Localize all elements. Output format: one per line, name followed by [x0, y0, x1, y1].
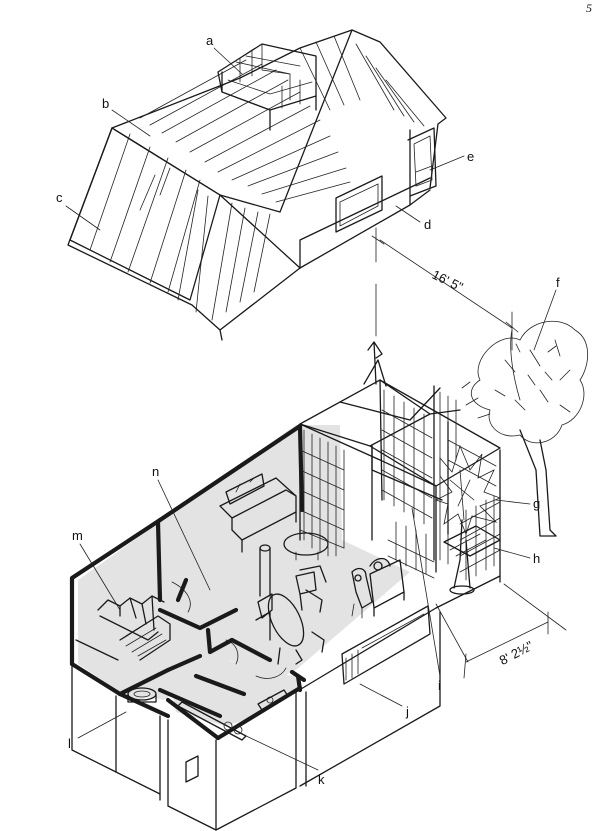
label-k: k [318, 772, 325, 787]
width-dimension-label: 8' 2½" [497, 638, 536, 668]
leader-lines [65, 47, 557, 771]
label-j: j [405, 704, 409, 719]
label-e: e [467, 149, 474, 164]
ground-floor-plan [69, 341, 567, 831]
label-g: g [533, 496, 540, 511]
label-l: l [68, 736, 71, 751]
label-i: i [438, 678, 441, 693]
label-c: c [56, 190, 63, 205]
label-h: h [533, 551, 540, 566]
label-n: n [152, 464, 159, 479]
label-f: f [556, 275, 560, 290]
label-d: d [424, 217, 431, 232]
label-a: a [206, 33, 214, 48]
courtyard-frame [299, 341, 502, 595]
height-dimension-label: 16' 5" [430, 267, 466, 295]
roof-assembly [67, 29, 447, 341]
height-dimension [371, 227, 519, 351]
label-b: b [102, 96, 109, 111]
label-m: m [72, 528, 83, 543]
tree [461, 321, 589, 537]
page-number: 5 [586, 1, 592, 15]
